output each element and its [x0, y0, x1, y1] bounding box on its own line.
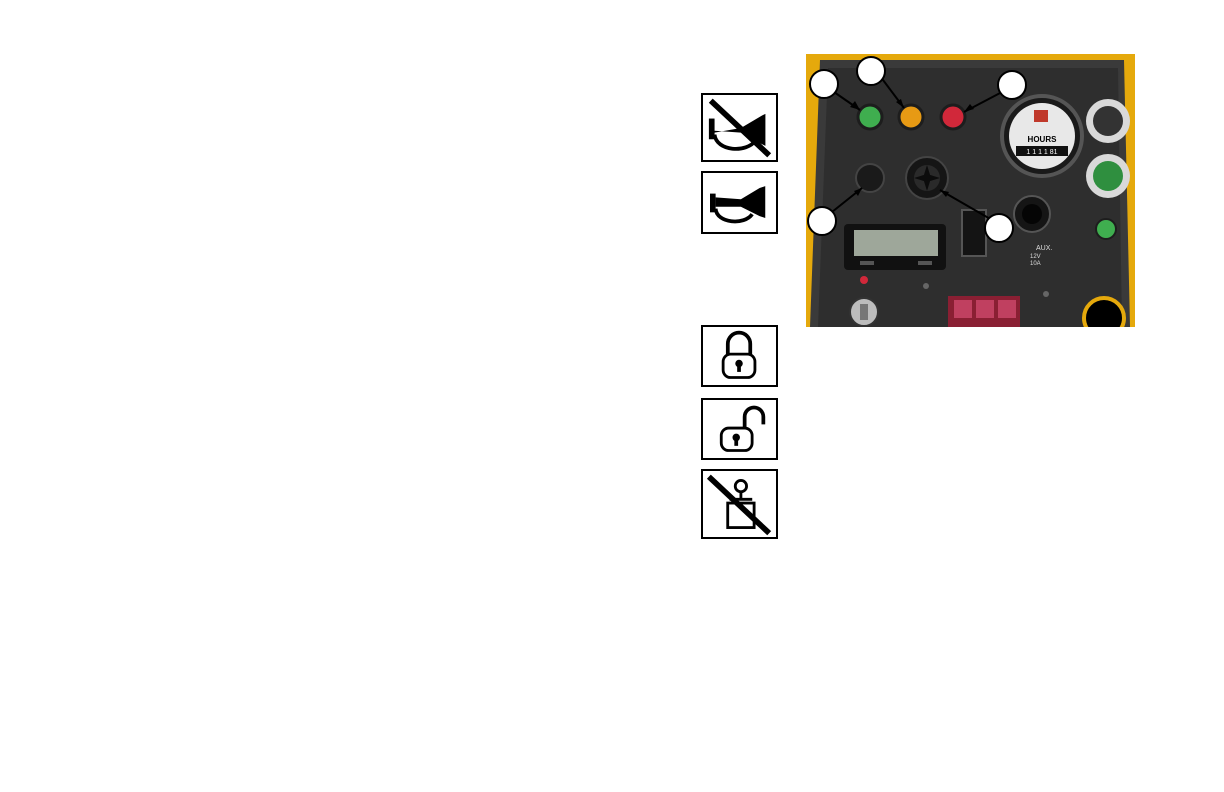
hour-meter-reading: 1 1 1 1 81: [1026, 149, 1057, 156]
callout-2: [857, 57, 885, 85]
lock-closed-icon: [701, 325, 778, 387]
status-lamps: [858, 105, 965, 129]
callout-5: [985, 214, 1013, 242]
amber-lamp: [899, 105, 923, 129]
horn-disabled-icon: [701, 93, 778, 162]
aux-outlet-current: 10A: [1030, 261, 1041, 267]
aux-outlet-label: AUX.: [1036, 245, 1052, 252]
callout-3: [998, 71, 1026, 99]
aux-outlet-voltage: 12V: [1030, 254, 1041, 260]
joystick-knob: [906, 157, 948, 199]
hour-meter-label: HOURS: [1028, 135, 1058, 144]
callout-1: [810, 70, 838, 98]
red-lamp: [941, 105, 965, 129]
green-lamp: [858, 105, 882, 129]
hoist-disabled-icon: [701, 469, 778, 539]
horn-icon: [701, 171, 778, 234]
lock-open-icon: [701, 398, 778, 460]
control-panel-photo: HOURS 1 1 1 1 81 AUX. 12V 10A: [806, 54, 1135, 327]
horn-button: [856, 164, 884, 192]
rocker-switch: [962, 210, 986, 256]
hour-meter: HOURS 1 1 1 1 81: [1002, 96, 1082, 176]
callout-4: [808, 207, 836, 235]
